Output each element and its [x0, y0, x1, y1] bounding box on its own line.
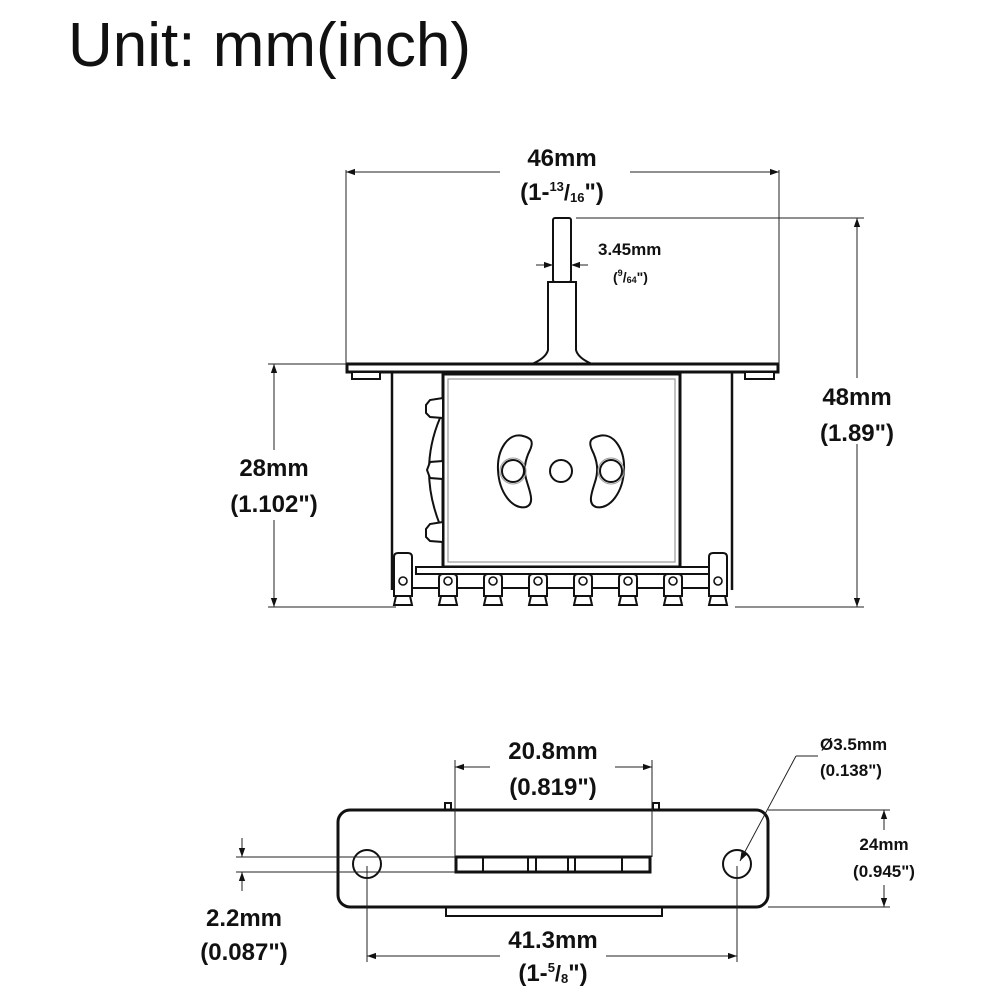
svg-text:(1.102"): (1.102"): [230, 491, 317, 518]
side-tab: [425, 520, 444, 544]
top-view-drawing: [345, 217, 780, 606]
svg-text:20.8mm: 20.8mm: [508, 738, 597, 765]
dimension-diameter: Ø3.5mm (0.138"): [739, 735, 887, 862]
terminal-foot: [437, 595, 459, 606]
lever-tip: [552, 217, 572, 283]
center-hole: [549, 459, 573, 483]
terminal-foot: [707, 595, 729, 606]
svg-text:(1-13/16"): (1-13/16"): [520, 179, 604, 206]
bottom-view-drawing: [336, 802, 770, 917]
dimension-24mm: 24mm (0.945"): [768, 809, 930, 908]
svg-text:3.45mm: 3.45mm: [598, 240, 661, 259]
dimension-2-2mm: 2.2mm (0.087"): [200, 838, 455, 966]
terminal-hole: [398, 576, 408, 586]
mounting-slot-right: [589, 434, 626, 509]
side-tab: [425, 396, 444, 420]
terminal-foot: [482, 595, 504, 606]
svg-text:(0.945"): (0.945"): [853, 862, 915, 881]
terminal-hole: [578, 576, 588, 586]
terminal-hole: [443, 576, 453, 586]
plate-foot-left: [351, 371, 381, 380]
terminal-hole: [713, 576, 723, 586]
terminal-foot: [662, 595, 684, 606]
svg-text:46mm: 46mm: [527, 145, 596, 172]
dimension-48mm: 48mm (1.89"): [576, 217, 909, 608]
page-title: Unit: mm(inch): [68, 11, 471, 80]
terminal-hole: [668, 576, 678, 586]
dimension-3-45mm: 3.45mm (9/64"): [536, 240, 661, 285]
svg-text:(9/64"): (9/64"): [613, 268, 648, 285]
svg-text:Ø3.5mm: Ø3.5mm: [820, 735, 887, 754]
lever-base: [531, 281, 593, 365]
terminal-lug: [708, 552, 728, 597]
dimension-41-3mm: 41.3mm (1-5/8"): [366, 866, 738, 987]
terminal-foot: [617, 595, 639, 606]
mounting-plate: [345, 362, 780, 374]
terminal-hole: [488, 576, 498, 586]
svg-text:24mm: 24mm: [859, 835, 908, 854]
terminal-foot: [572, 595, 594, 606]
side-tab: [425, 459, 444, 481]
svg-text:2.2mm: 2.2mm: [206, 905, 282, 932]
contact-bar: [454, 855, 652, 874]
svg-text:41.3mm: 41.3mm: [508, 927, 597, 954]
terminal-foot: [392, 595, 414, 606]
terminal-foot: [527, 595, 549, 606]
terminal-hole: [533, 576, 543, 586]
dimension-28mm: 28mm (1.102"): [220, 363, 396, 608]
svg-text:(0.087"): (0.087"): [200, 939, 287, 966]
svg-text:(1.89"): (1.89"): [820, 420, 894, 447]
mounting-slot-left: [496, 434, 533, 509]
terminal-lugs: [392, 552, 729, 606]
dimension-46mm: 46mm (1-13/16"): [345, 145, 780, 364]
svg-text:(0.819"): (0.819"): [509, 774, 596, 801]
svg-text:(1-5/8"): (1-5/8"): [518, 960, 587, 987]
terminal-bar: [415, 566, 712, 575]
svg-text:28mm: 28mm: [239, 455, 308, 482]
dimension-20-8mm: 20.8mm (0.819"): [454, 738, 653, 857]
terminal-hole: [623, 576, 633, 586]
terminal-lug: [393, 552, 413, 597]
plate-foot-right: [744, 371, 775, 380]
svg-text:(0.138"): (0.138"): [820, 761, 882, 780]
svg-text:48mm: 48mm: [822, 384, 891, 411]
